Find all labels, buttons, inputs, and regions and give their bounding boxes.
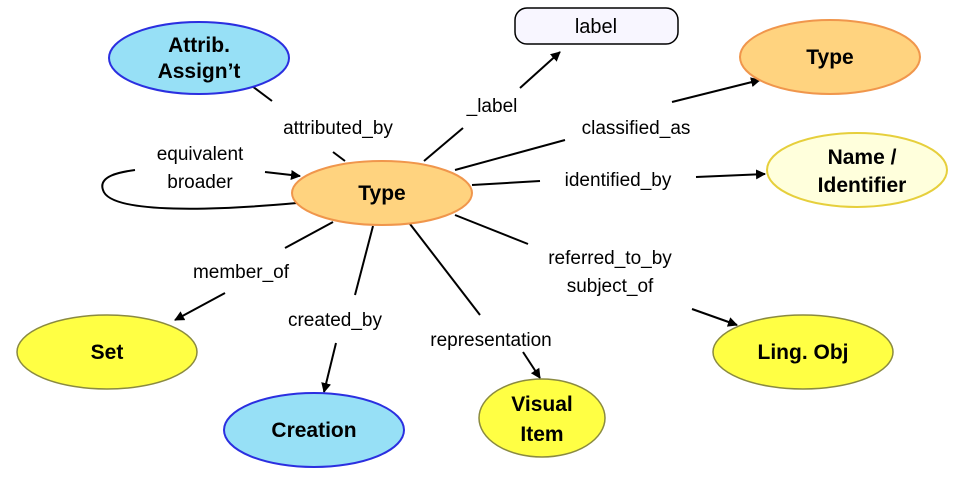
node-attrib-assignment[interactable]: Attrib. Assign’t [108, 21, 290, 95]
svg-text:Type: Type [806, 46, 853, 69]
svg-text:Item: Item [520, 423, 563, 446]
node-set[interactable]: Set [16, 314, 198, 390]
edge-label-created-by: created_by [288, 310, 383, 331]
edge-identified-by: identified_by [471, 169, 766, 191]
svg-text:label: label [575, 16, 617, 38]
edge-label-attributed-by: attributed_by [283, 118, 393, 139]
edge-label-subject-of: subject_of [567, 276, 654, 297]
edge-label-label: _label [466, 96, 518, 117]
node-creation[interactable]: Creation [223, 392, 405, 468]
svg-text:Type: Type [358, 182, 405, 205]
svg-text:Attrib.: Attrib. [168, 34, 230, 57]
edge-created-by: created_by [288, 225, 383, 393]
edge-referred-to-by: referred_to_by subject_of [454, 214, 738, 327]
node-linguistic-object[interactable]: Ling. Obj [712, 314, 894, 390]
node-type-center[interactable]: Type [291, 160, 473, 226]
edge-label-representation: representation [430, 330, 551, 351]
svg-text:Creation: Creation [271, 419, 356, 442]
node-label[interactable]: label [514, 7, 679, 45]
svg-text:Set: Set [91, 341, 124, 364]
edge-label-referred-to-by: referred_to_by [548, 248, 672, 269]
edge-label-member-of: member_of [193, 262, 290, 283]
edge-member-of: member_of [174, 221, 334, 321]
node-visual-item[interactable]: Visual Item [478, 378, 606, 458]
svg-text:Visual: Visual [511, 393, 572, 416]
edge-attributed-by: attributed_by [239, 76, 393, 162]
node-type-classification[interactable]: Type [739, 19, 921, 95]
edge-label-broader: broader [167, 172, 233, 193]
edge-label-equivalent: equivalent [157, 144, 244, 165]
node-name-identifier[interactable]: Name / Identifier [766, 132, 948, 208]
edge-label-identified-by: identified_by [565, 170, 672, 191]
svg-text:Ling. Obj: Ling. Obj [758, 341, 849, 364]
edge-classified-as: classified_as [454, 77, 761, 171]
edge-equivalent-broader: equivalent broader [101, 144, 301, 210]
svg-text:Identifier: Identifier [818, 174, 907, 197]
svg-text:Assign’t: Assign’t [158, 60, 241, 83]
edge-representation: representation [409, 223, 552, 379]
edge-label: _label [423, 51, 561, 162]
edge-label-classified-as: classified_as [582, 118, 691, 139]
svg-text:Name /: Name / [828, 146, 897, 169]
